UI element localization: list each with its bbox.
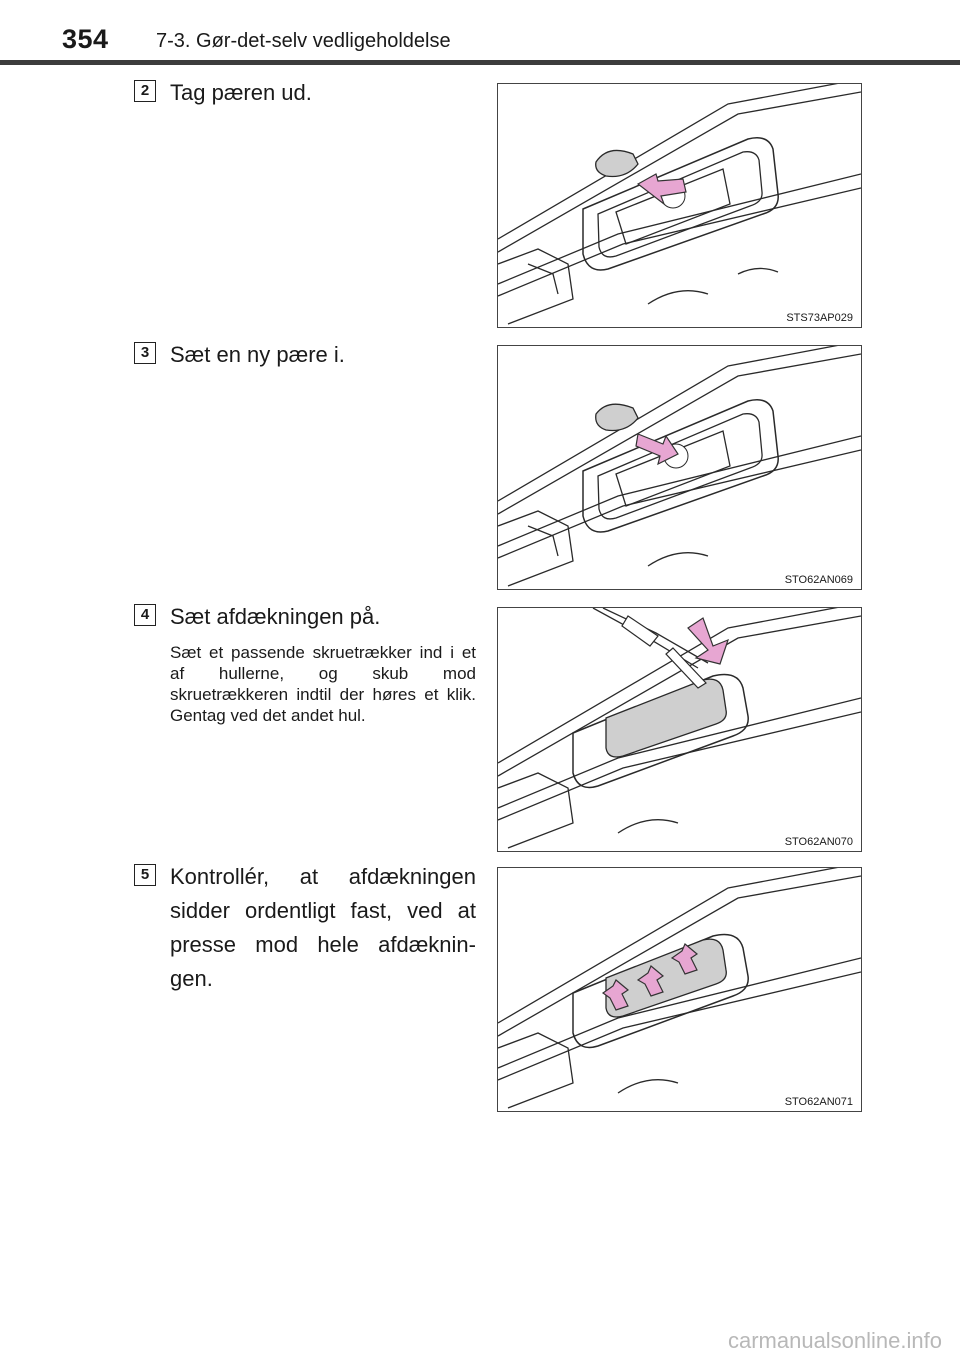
figure-code: STO62AN069 [782, 574, 855, 586]
cover-shape [605, 678, 727, 758]
page-header: 354 7-3. Gør-det-selv vedligeholdelse [0, 0, 960, 70]
figure-code: STO62AN071 [782, 1096, 855, 1108]
step-number: 5 [134, 864, 156, 886]
screwdriver-icon [665, 647, 707, 689]
arrow-icon [601, 979, 630, 1011]
press-cover-drawing [498, 868, 861, 1109]
figure-code: STO62AN070 [782, 836, 855, 848]
illustration-press-cover: STO62AN071 [497, 867, 862, 1112]
illustration-remove-bulb: STS73AP029 [497, 83, 862, 328]
step-heading: Kontrollér, at afdækningen sidder ordent… [170, 864, 476, 991]
step-heading: Sæt en ny pære i. [170, 342, 345, 367]
header-rule [0, 60, 960, 65]
remove-bulb-drawing [498, 84, 861, 325]
step-instruction: Sæt et passende skruetrækker ind i et af… [170, 643, 476, 725]
step-heading: Sæt afdækningen på. [170, 604, 381, 629]
insert-bulb-drawing [498, 346, 861, 587]
arrow-icon [635, 433, 679, 466]
page-number: 354 [62, 24, 109, 54]
step-heading: Tag pæren ud. [170, 80, 312, 105]
arrow-icon [670, 943, 699, 975]
illustration-insert-bulb: STO62AN069 [497, 345, 862, 590]
arrow-icon [636, 965, 665, 997]
illustration-attach-cover: STO62AN070 [497, 607, 862, 852]
arrow-icon [687, 617, 729, 665]
attach-cover-drawing [498, 608, 861, 849]
lens-cover-shape [595, 149, 639, 178]
watermark: carmanualsonline.info [727, 1328, 942, 1353]
bulb-shape [595, 403, 639, 432]
step-number: 4 [134, 604, 156, 626]
step-number: 3 [134, 342, 156, 364]
step-number: 2 [134, 80, 156, 102]
section-title: 7-3. Gør-det-selv vedligeholdelse [156, 30, 451, 52]
arrow-icon [636, 173, 687, 206]
cover-shape [605, 938, 727, 1018]
figure-code: STS73AP029 [784, 312, 855, 324]
